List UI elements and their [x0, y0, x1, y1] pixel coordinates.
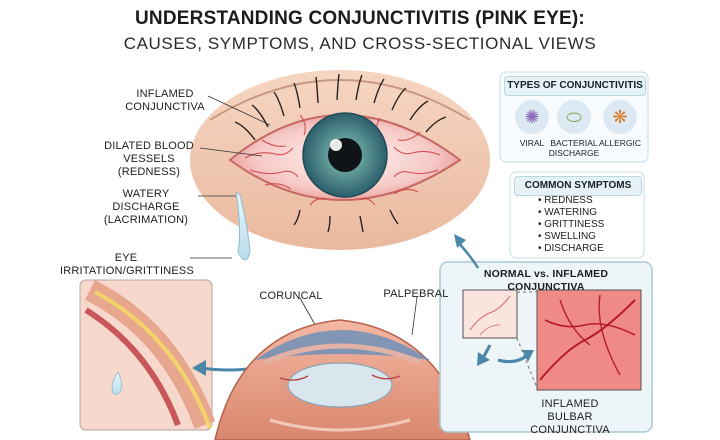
label-dilated-blood-vessels: DILATED BLOOD VESSELS (REDNESS)	[104, 140, 194, 178]
eye-cross-section	[214, 319, 471, 440]
label-watery-discharge: WATERY DISCHARGE (LACRIMATION)	[103, 188, 189, 226]
label-palpebral: PALPEBRAL	[383, 288, 449, 300]
symptom-item: SWELLING	[538, 231, 604, 243]
symptom-item: WATERING	[538, 207, 604, 219]
eye-highlight	[330, 139, 342, 151]
pollen-icon: ❋	[603, 100, 637, 134]
eyelid-crease	[209, 79, 471, 121]
label-eye-irritation: EYE IRRITATION/GRITTINESS	[60, 252, 194, 277]
label-inflamed-conjunctiva: INFLAMED CONJUNCTIVA	[125, 88, 205, 113]
tear-drop	[235, 190, 251, 261]
symptom-item: DISCHARGE	[538, 243, 604, 255]
types-heading: TYPES OF CONJUNCTIVITIS	[504, 76, 646, 96]
type-allergic: ❋ ALLERGIC	[594, 100, 646, 148]
symptom-item: GRITTINESS	[538, 219, 604, 231]
comparison-heading: NORMAL vs. INFLAMED CONJUNCTIVA	[483, 268, 609, 293]
arrow-left-zoom-head	[192, 360, 206, 376]
type-bacterial-label: BACTERIAL DISCHARGE	[548, 138, 600, 158]
page-subtitle: CAUSES, SYMPTOMS, AND CROSS-SECTIONAL VI…	[123, 34, 597, 53]
page-title: UNDERSTANDING CONJUNCTIVITIS (PINK EYE):	[135, 8, 585, 29]
type-bacterial: ⬭ BACTERIAL DISCHARGE	[548, 100, 600, 158]
symptoms-list: REDNESS WATERING GRITTINESS SWELLING DIS…	[538, 195, 604, 255]
comparison-connectors	[516, 291, 538, 389]
zoom-cross-section-left	[79, 279, 216, 431]
symptoms-heading: COMMON SYMPTOMS	[514, 176, 642, 196]
blood-vessels	[244, 114, 441, 206]
type-allergic-label: ALLERGIC	[598, 138, 642, 148]
normal-tissue-sample	[462, 289, 518, 339]
bacteria-icon: ⬭	[557, 100, 591, 134]
label-inflamed-bulbar: INFLAMED BULBAR CONJUNCTIVA	[530, 398, 610, 436]
inflamed-tissue-sample	[536, 289, 642, 391]
type-viral-label: VIRAL	[519, 138, 545, 148]
type-viral: ✺ VIRAL	[506, 100, 558, 148]
arrow-eye-to-panel-head	[454, 234, 466, 248]
arrow-normal-down-head	[477, 352, 490, 366]
arrow-to-inflamed-head	[522, 350, 534, 362]
eyelashes	[234, 73, 447, 233]
label-coruncal: CORUNCAL	[259, 290, 323, 302]
virus-icon: ✺	[515, 100, 549, 134]
symptom-item: REDNESS	[538, 195, 604, 207]
